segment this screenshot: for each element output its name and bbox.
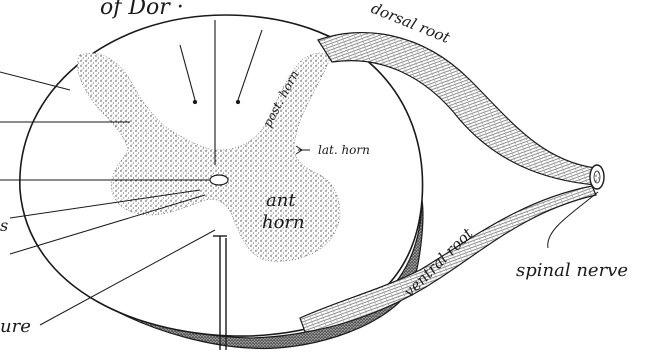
label-lat-horn: lat. horn [318,143,370,157]
label-left-fragment-2: ure [0,316,31,337]
label-spinal-nerve: spinal nerve [516,260,628,281]
label-ant-horn-1: ant [266,190,296,211]
label-left-fragment-1: s [0,216,8,235]
label-top-fragment: of Dor · [100,0,184,20]
central-canal [210,175,228,185]
spinal-nerve-end [590,165,604,189]
label-ant-horn-2: horn [262,212,305,233]
